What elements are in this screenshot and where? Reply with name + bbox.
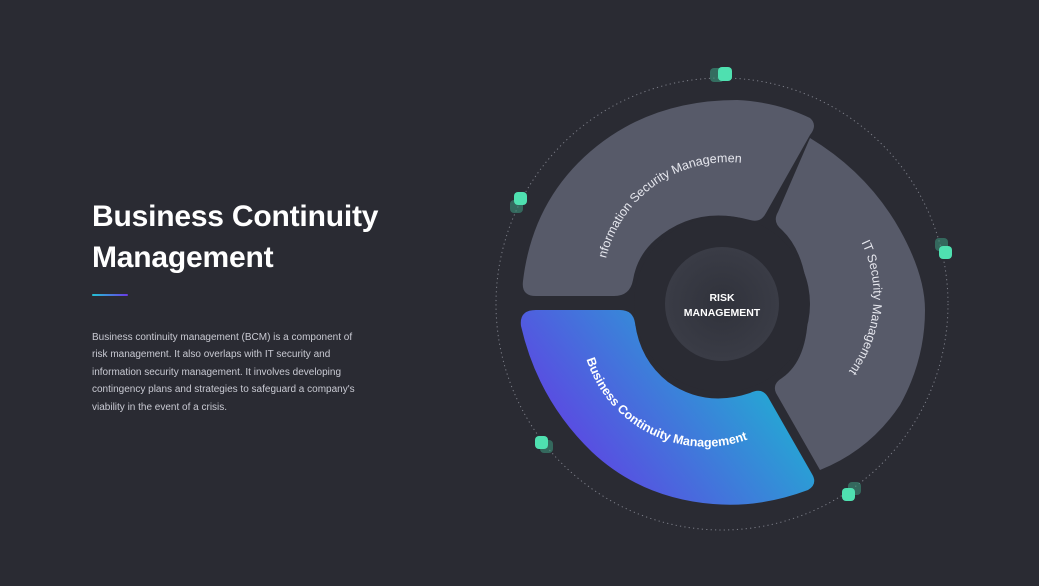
accent-divider <box>92 294 128 296</box>
center-label-line-2: MANAGEMENT <box>684 307 761 319</box>
orbit-marker-left <box>510 192 527 213</box>
slide-title-line-1: Business Continuity <box>92 200 379 233</box>
center-label-line-1: RISK <box>709 292 735 304</box>
segment-it-security-management[interactable] <box>774 138 925 470</box>
slide-title: Business Continuity Management <box>92 196 422 278</box>
orbit-marker-top <box>710 67 732 82</box>
orbit-marker-bottom-right <box>842 482 861 501</box>
outer-orbit-ring <box>495 77 949 531</box>
segment-business-continuity-management[interactable] <box>520 310 815 505</box>
slide-description: Business continuity management (BCM) is … <box>92 332 355 413</box>
slide-title-line-2: Management <box>92 241 274 274</box>
center-core <box>665 247 779 361</box>
segment-information-security-management[interactable] <box>522 100 814 296</box>
orbit-marker-bottom-left <box>535 436 553 453</box>
orbit-marker-right <box>935 238 952 259</box>
